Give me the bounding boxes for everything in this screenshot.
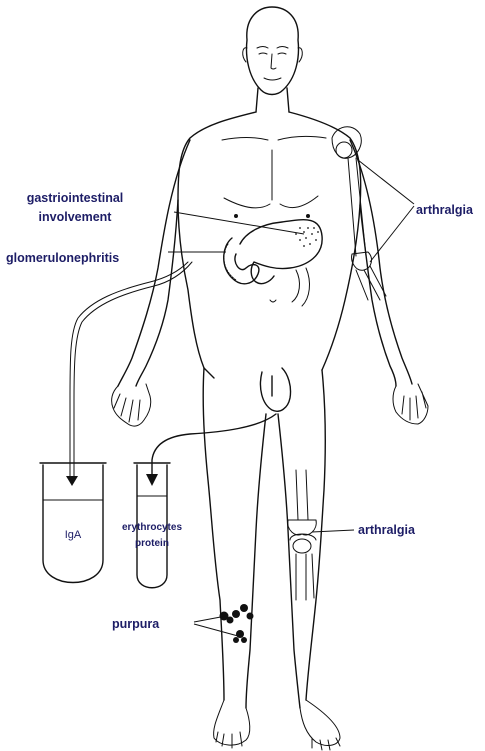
tube-label-protein: protein (135, 538, 169, 549)
torso-outline (178, 112, 361, 378)
label-glomerulonephritis: glomerulonephritis (6, 251, 119, 265)
purpura-spots (220, 604, 254, 643)
label-purpura: purpura (112, 617, 160, 631)
tube-label-iga: IgA (65, 529, 82, 541)
right-foot (300, 700, 340, 750)
gastric-stipple (295, 227, 319, 247)
head (247, 7, 299, 95)
pointer-arthralgia-knee (312, 530, 354, 532)
knee-bones (288, 470, 317, 600)
human-figure (112, 7, 428, 750)
pointer-gastro (174, 212, 304, 234)
label-gastro-line1: gastriointestinal (27, 191, 124, 205)
label-arthralgia-knee: arthralgia (358, 523, 416, 537)
pointer-arthralgia-arm-lower (370, 206, 414, 262)
left-leg (203, 368, 266, 708)
pointer-arthralgia-arm-upper (358, 160, 414, 204)
stomach (240, 220, 322, 284)
tube-label-erythrocytes: erythrocytes (122, 522, 182, 533)
face (257, 47, 288, 81)
left-hand (112, 384, 151, 426)
arrow-to-urine (146, 474, 158, 486)
right-arm (350, 140, 412, 386)
tube-line-bladder (152, 414, 276, 476)
label-gastro-line2: involvement (39, 210, 113, 224)
tube-line-kidney (70, 262, 188, 478)
genitals (260, 368, 290, 411)
kidney-loop (224, 238, 259, 284)
right-hand (393, 384, 428, 424)
arrow-to-iga (66, 476, 78, 486)
label-arthralgia-arm: arthralgia (416, 203, 474, 217)
pointer-purpura-lower (194, 624, 238, 636)
left-foot (214, 700, 250, 748)
